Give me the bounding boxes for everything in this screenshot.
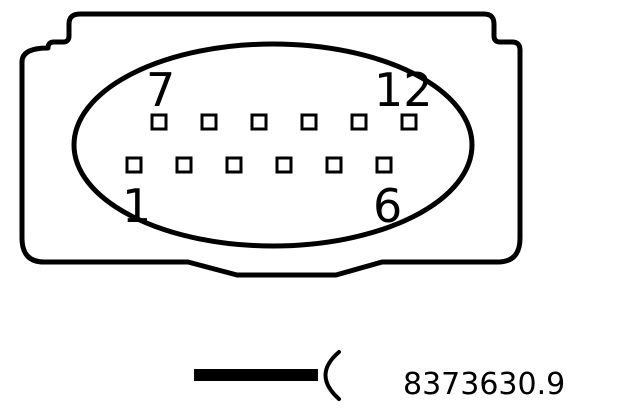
pin-3 bbox=[225, 156, 243, 174]
pin-6 bbox=[375, 156, 393, 174]
pin-2 bbox=[175, 156, 193, 174]
pin-1 bbox=[125, 156, 143, 174]
reference-number: 8373630.9 bbox=[403, 367, 565, 402]
connector-socket-arc bbox=[323, 350, 341, 401]
pin-label-12: 12 bbox=[374, 63, 433, 117]
connector-inner-oval bbox=[71, 41, 475, 249]
pin-label-7: 7 bbox=[146, 63, 175, 117]
pin-label-6: 6 bbox=[373, 179, 402, 233]
pin-11 bbox=[350, 113, 368, 131]
connector-housing-outline bbox=[19, 11, 523, 278]
pin-label-1: 1 bbox=[122, 179, 151, 233]
pin-7 bbox=[150, 113, 168, 131]
pin-4 bbox=[275, 156, 293, 174]
pin-5 bbox=[325, 156, 343, 174]
pin-10 bbox=[300, 113, 318, 131]
pin-row-top bbox=[150, 113, 418, 131]
pin-8 bbox=[200, 113, 218, 131]
wire-line bbox=[194, 369, 318, 381]
female-connector-wire-icon bbox=[194, 350, 341, 401]
pin-12 bbox=[400, 113, 418, 131]
pin-row-bottom bbox=[125, 156, 393, 174]
pin-9 bbox=[250, 113, 268, 131]
